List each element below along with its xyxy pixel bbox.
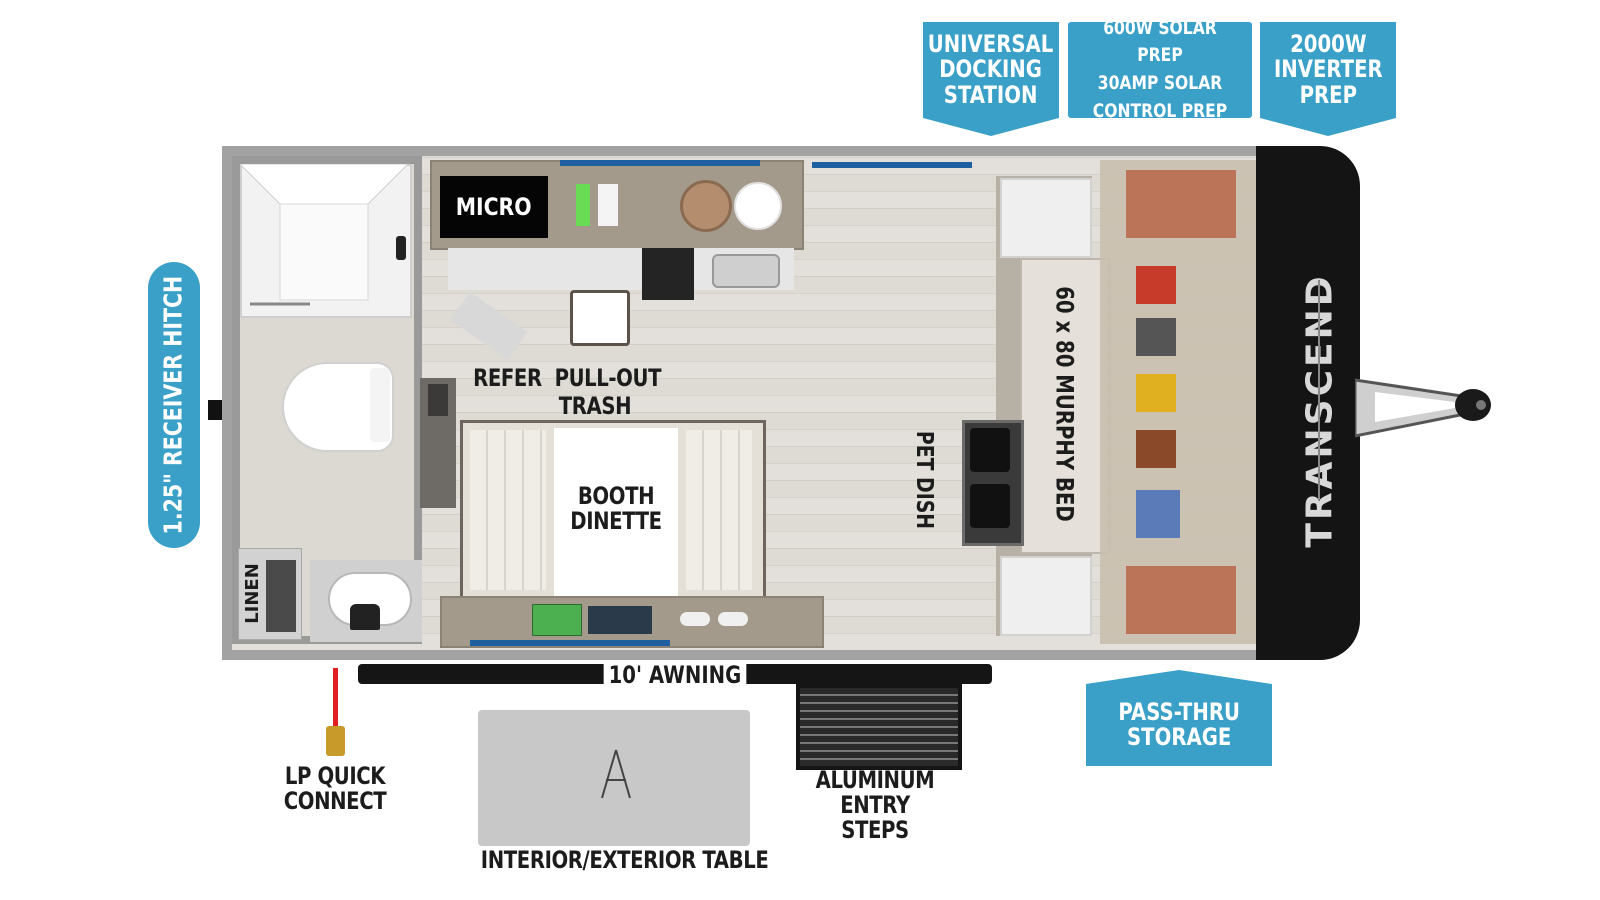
door-handle — [428, 384, 448, 416]
faucet-icon — [350, 604, 380, 630]
aluminum-entry-steps-label: ALUMINUM ENTRY STEPS — [815, 766, 935, 845]
storage-kayak — [1126, 170, 1236, 238]
callout-text: 2000W INVERTER PREP — [1273, 30, 1383, 109]
callout-text: 600W SOLAR PREP 30AMP SOLAR CONTROL PREP — [1092, 16, 1228, 122]
pet-bowl — [970, 484, 1010, 528]
receiver-hitch-callout: 1.25" RECEIVER HITCH — [148, 262, 200, 548]
shower-pan — [240, 164, 408, 306]
callout-pointer — [1086, 670, 1272, 684]
callout-text: PASS-THRU STORAGE — [1118, 697, 1240, 751]
inverter-prep-callout: 2000W INVERTER PREP — [1260, 22, 1396, 118]
white-canister — [598, 184, 618, 226]
solar-prep-callout: 600W SOLAR PREP 30AMP SOLAR CONTROL PREP — [1068, 17, 1252, 122]
murphy-bed — [1020, 258, 1110, 554]
a-frame-tongue — [1355, 378, 1491, 438]
lp-line — [333, 668, 338, 728]
murphy-bed-text: 60 x 80 MURPHY BED — [1051, 286, 1079, 522]
refer-pullout-label: REFER PULL-OUT — [473, 364, 662, 392]
booth-dinette-label: BOOTH DINETTE — [570, 482, 662, 536]
lower-cabinet — [440, 596, 824, 648]
linen-shelf — [266, 560, 296, 632]
storage-item — [1136, 430, 1176, 468]
callout-pointer — [923, 118, 1059, 136]
pet-bowl — [970, 428, 1010, 472]
linen-text: LINEN — [241, 562, 263, 624]
lp-connector-icon — [326, 726, 345, 756]
brand-logo: TRANSCEND — [1299, 200, 1341, 620]
cabinet-led-strip — [470, 640, 670, 646]
pull-out-trash — [570, 290, 630, 346]
murphy-bed-label: 60 x 80 MURPHY BED — [1040, 262, 1090, 546]
callout-text: UNIVERSAL DOCKING STATION — [928, 30, 1054, 109]
awning-text: 10' AWNING — [603, 661, 747, 689]
interior-exterior-table — [478, 710, 750, 846]
storage-item — [1136, 266, 1176, 304]
plate — [734, 182, 782, 230]
nightstand — [1000, 556, 1092, 636]
green-canister — [576, 184, 590, 226]
dinette-table — [554, 428, 678, 596]
dinette-seat-cushions — [686, 430, 752, 590]
shower-fixture-icon — [396, 236, 406, 260]
cutting-board — [680, 180, 732, 232]
cabinet-led-strip — [560, 160, 760, 166]
window-top — [812, 162, 972, 168]
interior-exterior-table-label: INTERIOR/EXTERIOR TABLE — [480, 846, 769, 874]
brand-text: TRANSCEND — [1299, 272, 1341, 548]
pass-thru-storage-area — [1100, 160, 1256, 644]
board-game — [588, 606, 652, 634]
callout-pointer — [1260, 118, 1396, 136]
micro-box: MICRO — [440, 176, 548, 238]
storage-kayak — [1126, 566, 1236, 634]
nightstand — [1000, 178, 1092, 258]
pass-thru-storage-callout: PASS-THRU STORAGE — [1086, 684, 1272, 766]
storage-item — [1136, 318, 1176, 356]
pet-dish-text: PET DISH — [911, 430, 938, 530]
front-cap — [1256, 146, 1360, 660]
micro-label: MICRO — [456, 193, 532, 221]
stove-icon — [642, 248, 694, 300]
awning-label: 10' AWNING — [358, 661, 992, 689]
brand-mark — [1318, 280, 1320, 500]
callout-text: 1.25" RECEIVER HITCH — [158, 275, 188, 535]
aluminum-entry-steps — [796, 684, 962, 770]
toilet-tank — [370, 368, 390, 442]
dinette-seat-cushions — [470, 430, 546, 590]
lp-quick-connect-label: LP QUICK CONNECT — [283, 762, 387, 816]
board-game — [532, 604, 582, 636]
linen-label: LINEN — [238, 550, 266, 636]
hitch-receiver — [208, 400, 224, 420]
storage-item — [1136, 490, 1180, 538]
pet-dish-label: PET DISH — [906, 420, 942, 540]
trash-label: TRASH — [558, 392, 632, 420]
universal-docking-station-callout: UNIVERSAL DOCKING STATION — [923, 22, 1059, 118]
table-logo-icon — [601, 749, 631, 799]
storage-item — [1136, 374, 1176, 412]
kitchen-sink — [712, 254, 780, 288]
game-controller-icon — [718, 612, 748, 626]
game-controller-icon — [680, 612, 710, 626]
